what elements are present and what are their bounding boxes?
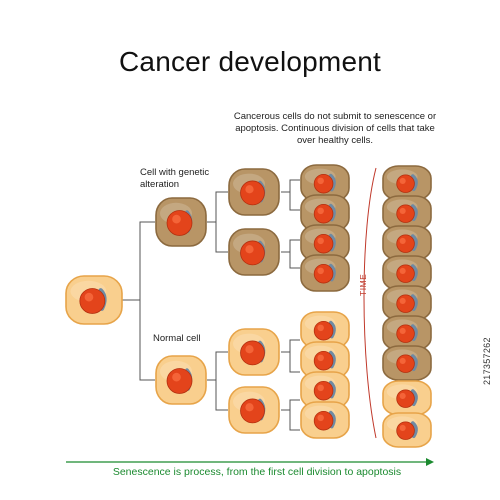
cancer-cell-gen3 — [300, 254, 350, 292]
healthy-cell-gen4 — [382, 412, 432, 448]
cancer-note-caption: Cancerous cells do not submit to senesce… — [233, 111, 437, 146]
time-curve — [363, 167, 377, 439]
cancer-cell-gen4 — [382, 165, 432, 201]
normal-cell — [155, 355, 207, 405]
cancer-cell-gen4 — [382, 285, 432, 321]
senescence-caption: Senescence is process, from the first ce… — [112, 466, 402, 478]
cancer-cell-gen3 — [300, 164, 350, 202]
cancer-cell-gen2 — [228, 168, 280, 216]
healthy-cell-gen4 — [382, 380, 432, 416]
altered-cell — [155, 197, 207, 247]
cancer-cell-gen4 — [382, 315, 432, 351]
healthy-cell-gen3 — [300, 311, 350, 349]
healthy-cell-gen3 — [300, 401, 350, 439]
healthy-cell-gen2 — [228, 328, 280, 376]
healthy-cell-gen3 — [300, 371, 350, 409]
cancer-cell-gen4 — [382, 225, 432, 261]
branch-connectors — [122, 179, 300, 431]
diagram-title: Cancer development — [119, 46, 381, 77]
cancer-cell-gen4 — [382, 255, 432, 291]
root-normal-cell — [65, 275, 123, 325]
cancer-cell-gen3 — [300, 194, 350, 232]
cancer-cell-gen4 — [382, 195, 432, 231]
cancer-cell-gen2 — [228, 228, 280, 276]
cancer-cell-gen3 — [300, 224, 350, 262]
normal-cell-label: Normal cell — [153, 333, 201, 344]
timeline-arrowhead — [426, 458, 434, 466]
genetic-alteration-label: Cell with genetic alteration — [140, 167, 210, 190]
cancer-cell-gen4 — [382, 345, 432, 381]
healthy-cell-gen2 — [228, 386, 280, 434]
